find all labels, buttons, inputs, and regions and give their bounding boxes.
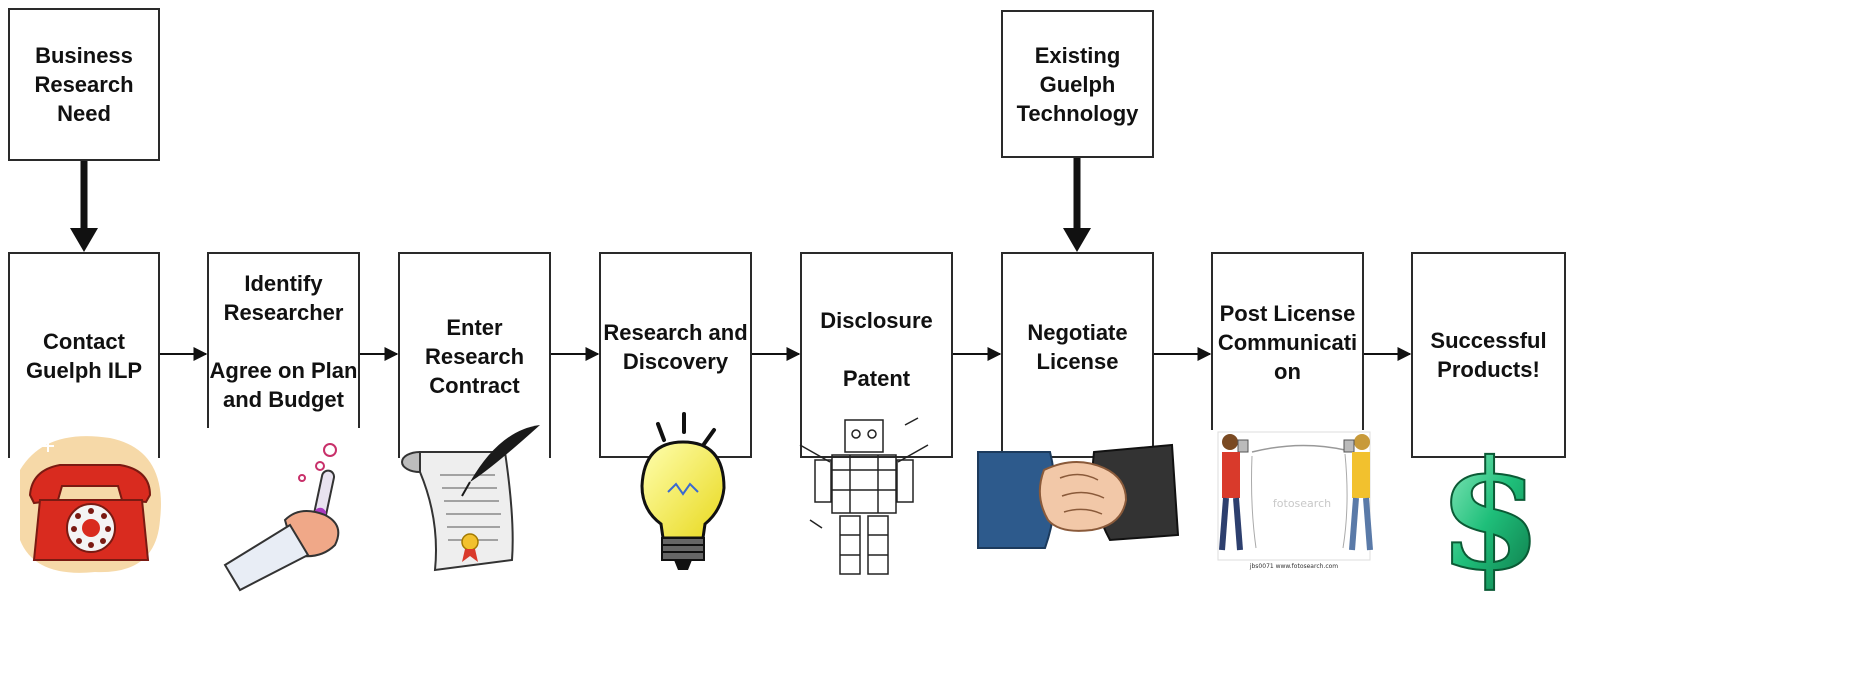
dollar-sign-icon: $ (1437, 427, 1543, 605)
fotosearch-credit: jbs0071 www.fotosearch.com (1249, 563, 1338, 570)
existing-guelph-technology-label: Existing Guelph Technology (1016, 42, 1139, 126)
svg-text:$: $ (1438, 428, 1542, 604)
handshake-icon (977, 443, 1180, 549)
step-disclosure-patent: Disclosure Patent (800, 252, 953, 458)
light-bulb-icon (640, 412, 726, 570)
telephone-icon (20, 436, 161, 573)
step-enter-research-contract: Enter Research Contract (398, 252, 551, 458)
step-post-license-label: Post License Communicati on (1217, 300, 1358, 384)
step-contact-label: Contact Guelph ILP (25, 329, 143, 383)
arrow-existing-tech-to-negotiate (1063, 158, 1091, 252)
step-success-label: Successful Products! (1430, 328, 1547, 382)
step-negotiate-label: Negotiate License (1027, 320, 1128, 374)
patent-drawing-icon (799, 417, 929, 575)
step-identify-label: Identify Researcher (223, 270, 344, 325)
step-post-license-communication: Post License Communicati on (1211, 252, 1364, 430)
step-contact-guelph-ilp: Contact Guelph ILP (8, 252, 160, 458)
step-research-and-discovery: Research and Discovery (599, 252, 752, 458)
step-identify-researcher: Identify Researcher Agree on Plan and Bu… (207, 252, 360, 428)
business-research-need-box: Business Research Need (8, 8, 160, 161)
arrow-business-need-to-contact (70, 161, 98, 252)
step-agree-label: Agree on Plan and Budget (209, 357, 358, 412)
step-patent-label: Patent (842, 366, 911, 391)
step-negotiate-license: Negotiate License (1001, 252, 1154, 458)
step-successful-products: Successful Products! (1411, 252, 1566, 458)
business-research-need-label: Business Research Need (34, 43, 134, 126)
step-research-label: Research and Discovery (603, 320, 748, 374)
existing-guelph-technology-box: Existing Guelph Technology (1001, 10, 1154, 158)
fotosearch-watermark: fotosearch (1273, 497, 1331, 510)
step-enter-label: Enter Research Contract (424, 314, 525, 398)
test-tube-hand-icon (223, 443, 340, 592)
tin-can-phone-icon: fotosearch jbs0071 www.fotosearch.com (1217, 431, 1373, 570)
step-disclosure-label: Disclosure (820, 308, 933, 333)
scroll-quill-icon (401, 425, 540, 572)
